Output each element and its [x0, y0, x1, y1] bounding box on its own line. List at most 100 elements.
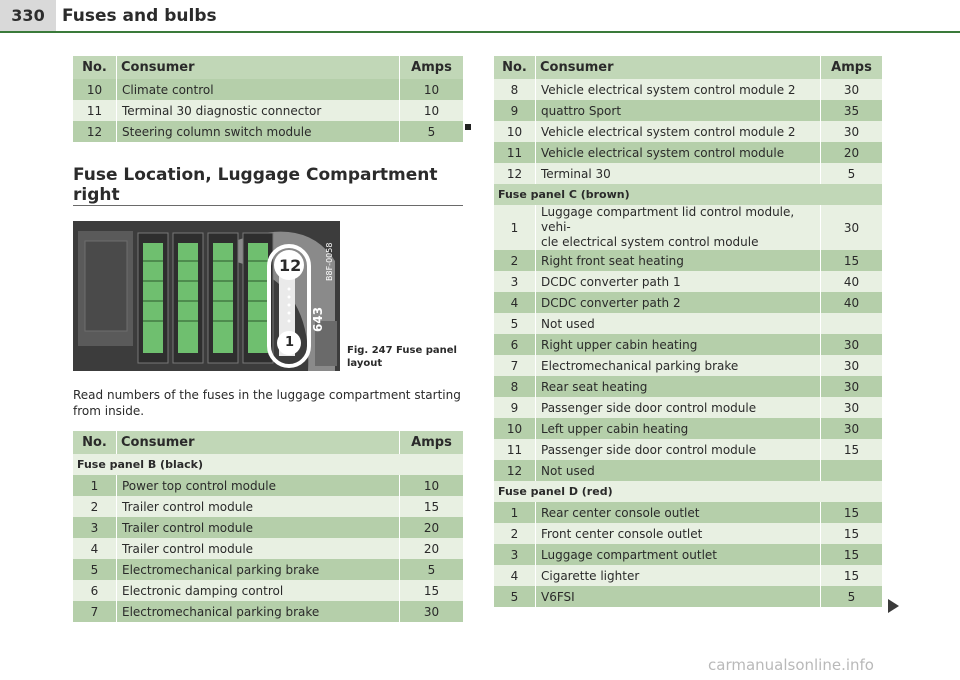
fuse-amps: 40 — [821, 271, 882, 292]
fuse-consumer: Right upper cabin heating — [536, 334, 821, 355]
fuse-amps: 15 — [821, 544, 882, 565]
group-row: Fuse panel B (black) — [73, 454, 463, 475]
fuse-amps: 15 — [821, 565, 882, 586]
fuse-consumer: Luggage compartment outlet — [536, 544, 821, 565]
table-row: 3 DCDC converter path 1 40 — [494, 271, 882, 292]
fuse-table-right: No. Consumer Amps 8 Vehicle electrical s… — [494, 56, 882, 607]
table-row: 5 Not used — [494, 313, 882, 334]
fuse-consumer: Not used — [536, 313, 821, 334]
page-title: Fuses and bulbs — [62, 6, 217, 26]
fuse-consumer: Steering column switch module — [117, 121, 400, 142]
fuse-amps: 30 — [821, 205, 882, 250]
fuse-amps — [821, 313, 882, 334]
fuse-amps: 15 — [400, 580, 463, 601]
section-title: Fuse Location, Luggage Compartment right — [73, 165, 438, 205]
fuse-amps: 15 — [821, 523, 882, 544]
fuse-amps: 30 — [821, 334, 882, 355]
fuse-amps: 20 — [400, 517, 463, 538]
table-row: 10 Left upper cabin heating 30 — [494, 418, 882, 439]
fuse-consumer: Power top control module — [117, 475, 400, 496]
fuse-number: 3 — [494, 544, 536, 565]
col-header-consumer: Consumer — [536, 56, 821, 79]
fuse-number: 5 — [494, 313, 536, 334]
fuse-consumer-line1: Luggage compartment lid control module, … — [541, 205, 795, 234]
table-row: 12 Terminal 30 5 — [494, 163, 882, 184]
page-header: 330 Fuses and bulbs — [0, 0, 960, 36]
table-row: 9 Passenger side door control module 30 — [494, 397, 882, 418]
fuse-number: 10 — [73, 79, 117, 100]
group-row: Fuse panel C (brown) — [494, 184, 882, 205]
fuse-number: 12 — [73, 121, 117, 142]
figure-caption: Fig. 247 Fuse panel layout — [347, 344, 457, 370]
fuse-amps: 30 — [400, 601, 463, 622]
fuse-number: 6 — [73, 580, 117, 601]
table-row: 7 Electromechanical parking brake 30 — [494, 355, 882, 376]
fuse-amps: 35 — [821, 100, 882, 121]
fuse-number: 4 — [494, 565, 536, 586]
end-of-section-marker — [465, 124, 471, 130]
figure-label-side: 643 — [311, 306, 325, 332]
body-paragraph: Read numbers of the fuses in the luggage… — [73, 388, 461, 418]
page-number: 330 — [0, 0, 56, 31]
fuse-consumer: Vehicle electrical system control module… — [536, 121, 821, 142]
fuse-amps: 30 — [821, 121, 882, 142]
fuse-number: 8 — [494, 79, 536, 100]
fuse-amps: 5 — [821, 586, 882, 607]
table-row: 3 Luggage compartment outlet 15 — [494, 544, 882, 565]
fuse-number: 10 — [494, 121, 536, 142]
group-label: Fuse panel D (red) — [494, 481, 882, 502]
col-header-no: No. — [73, 431, 117, 454]
fuse-number: 11 — [73, 100, 117, 121]
table-row: 5 Electromechanical parking brake 5 — [73, 559, 463, 580]
fuse-number: 7 — [73, 601, 117, 622]
fuse-consumer: Not used — [536, 460, 821, 481]
table-row: 4 Cigarette lighter 15 — [494, 565, 882, 586]
fuse-consumer: Electromechanical parking brake — [536, 355, 821, 376]
fuse-number: 8 — [494, 376, 536, 397]
fuse-consumer: Rear center console outlet — [536, 502, 821, 523]
fuse-consumer: Electronic damping control — [117, 580, 400, 601]
watermark: carmanualsonline.info — [708, 656, 874, 674]
col-header-amps: Amps — [400, 56, 463, 79]
table-row: 6 Electronic damping control 15 — [73, 580, 463, 601]
fuse-amps: 15 — [821, 250, 882, 271]
group-row: Fuse panel D (red) — [494, 481, 882, 502]
fuse-amps: 20 — [400, 538, 463, 559]
table-row: 11 Vehicle electrical system control mod… — [494, 142, 882, 163]
fuse-amps: 30 — [821, 418, 882, 439]
fuse-amps: 5 — [400, 121, 463, 142]
fuse-panel-illustration — [73, 221, 340, 371]
table-row: 8 Vehicle electrical system control modu… — [494, 79, 882, 100]
fuse-panel-figure: 12 1 643 B8F-0058 — [73, 221, 340, 371]
table-header-row: No. Consumer Amps — [73, 431, 463, 454]
fuse-number: 1 — [494, 502, 536, 523]
fuse-consumer: Vehicle electrical system control module — [536, 142, 821, 163]
section-divider — [73, 205, 463, 206]
fuse-consumer: Terminal 30 diagnostic connector — [117, 100, 400, 121]
table-row: 1 Luggage compartment lid control module… — [494, 205, 882, 250]
table-row: 4 DCDC converter path 2 40 — [494, 292, 882, 313]
fuse-number: 12 — [494, 460, 536, 481]
fuse-consumer: V6FSI — [536, 586, 821, 607]
fuse-number: 2 — [494, 523, 536, 544]
fuse-amps: 10 — [400, 475, 463, 496]
fuse-consumer: quattro Sport — [536, 100, 821, 121]
fuse-number: 3 — [73, 517, 117, 538]
fuse-amps: 30 — [821, 376, 882, 397]
fuse-consumer: Luggage compartment lid control module, … — [536, 205, 821, 250]
fuse-consumer: Terminal 30 — [536, 163, 821, 184]
fuse-number: 4 — [73, 538, 117, 559]
table-row: 5 V6FSI 5 — [494, 586, 882, 607]
fuse-amps: 15 — [821, 439, 882, 460]
figure-caption-line2: layout — [347, 358, 383, 369]
fuse-number: 3 — [494, 271, 536, 292]
table-row: 1 Power top control module 10 — [73, 475, 463, 496]
fuse-consumer: Vehicle electrical system control module… — [536, 79, 821, 100]
table-row: 6 Right upper cabin heating 30 — [494, 334, 882, 355]
table-row: 9 quattro Sport 35 — [494, 100, 882, 121]
fuse-amps: 20 — [821, 142, 882, 163]
figure-code: B8F-0058 — [325, 242, 334, 281]
header-divider — [0, 31, 960, 33]
fuse-amps: 10 — [400, 79, 463, 100]
table-header-row: No. Consumer Amps — [494, 56, 882, 79]
